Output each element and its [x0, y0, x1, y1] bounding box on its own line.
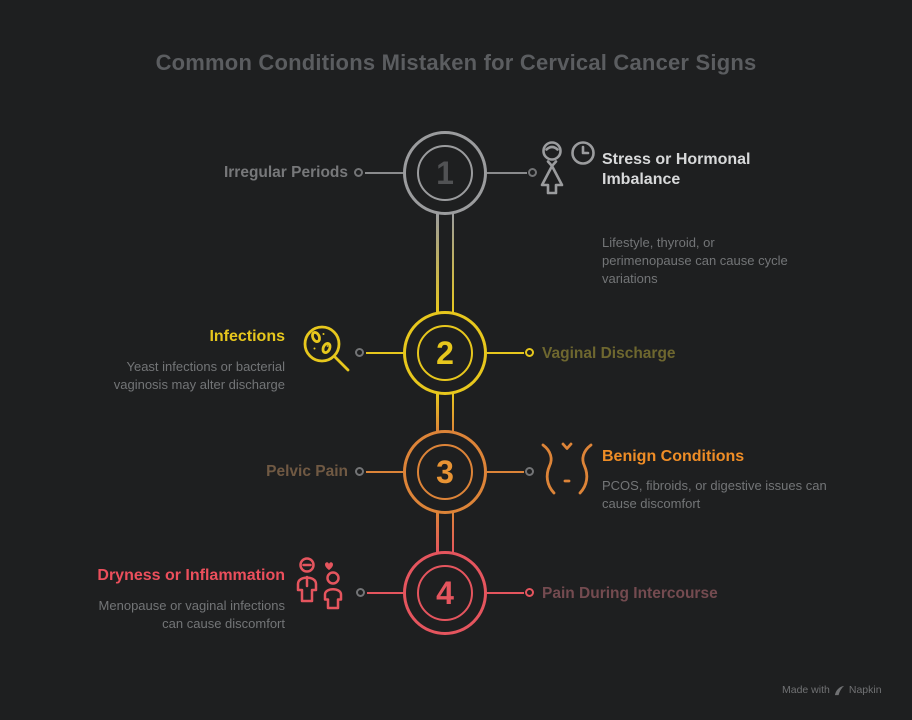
connector-dot: [356, 588, 365, 597]
connector-dot: [528, 168, 537, 177]
section-1-label: Irregular Periods: [223, 164, 348, 181]
napkin-logo-icon: [834, 685, 845, 696]
section-1-description: Lifestyle, thyroid, or perimenopause can…: [602, 235, 788, 286]
section-3-description: PCOS, fibroids, or digestive issues can …: [602, 478, 827, 511]
connector-line: [366, 471, 403, 473]
connector-dot: [355, 348, 364, 357]
made-with-napkin: Made with Napkin: [782, 684, 882, 696]
connector-line: [367, 592, 403, 594]
section-2-label: Vaginal Discharge: [542, 345, 676, 362]
connector-line: [487, 352, 524, 354]
connector-dot: [525, 348, 534, 357]
step-number-2: 2: [436, 334, 454, 371]
connector-line: [487, 592, 524, 594]
connector-dot: [525, 467, 534, 476]
made-with-text: Made with: [782, 684, 830, 696]
section-3-label: Pelvic Pain: [266, 463, 348, 480]
section-4-description: Menopause or vaginal infections can caus…: [98, 598, 285, 631]
section-4-label: Pain During Intercourse: [542, 585, 718, 602]
step-circle-1: 1: [403, 131, 487, 215]
woman-with-clock-icon: [536, 140, 598, 202]
couple-heart-icon: [294, 556, 354, 618]
step-circle-3: 3: [403, 430, 487, 514]
section-2-heading: Infections: [209, 328, 285, 345]
step-number-1: 1: [436, 154, 454, 191]
connector-line: [487, 471, 524, 473]
connector-line: [487, 172, 527, 174]
section-3-heading: Benign Conditions: [602, 448, 745, 465]
step-circle-4: 4: [403, 551, 487, 635]
magnifier-bacteria-icon: [296, 320, 358, 386]
connector-tube-3-4: [436, 513, 454, 552]
step-number-3: 3: [436, 453, 454, 490]
section-1-heading: Stress or Hormonal Imbalance: [602, 151, 751, 188]
step-circle-2: 2: [403, 311, 487, 395]
page-title: Common Conditions Mistaken for Cervical …: [155, 50, 757, 75]
connector-line: [365, 172, 403, 174]
abdomen-icon: [538, 441, 596, 503]
connector-dot: [525, 588, 534, 597]
step-number-4: 4: [436, 574, 454, 611]
brand-text: Napkin: [848, 684, 882, 696]
connector-dot: [354, 168, 363, 177]
section-4-heading: Dryness or Inflammation: [97, 567, 285, 584]
connector-dot: [355, 467, 364, 476]
connector-line: [366, 352, 403, 354]
section-2-description: Yeast infections or bacterial vaginosis …: [113, 359, 285, 392]
connector-tube-2-3: [436, 394, 454, 431]
connector-tube-1-2: [436, 214, 454, 312]
